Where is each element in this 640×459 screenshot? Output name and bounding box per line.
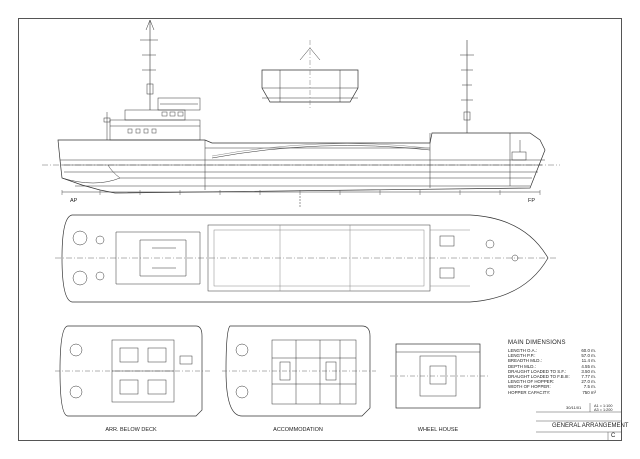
dimension-value: 57.0 m. (581, 353, 596, 359)
dimension-row: DRAUGHT LOADED TO F.B.III: 7.77 m. (508, 374, 596, 379)
main-dimensions-table: MAIN DIMENSIONS LENGTH O.A.:60.0 m.LENGT… (508, 340, 596, 395)
dimension-value: 7.77 m. (581, 374, 596, 380)
dimension-row: HOPPER CAPACITY: 750 m³ (508, 390, 596, 395)
caption-accommodation: ACCOMMODATION (273, 427, 323, 433)
midship-section (261, 40, 359, 110)
title-block-date: 30/11/01 (566, 405, 582, 410)
dimension-label: DEPTH MLD.: (508, 363, 536, 369)
below-deck-view (55, 325, 210, 417)
dimension-label: BREADTH MLD.: (508, 358, 542, 364)
scale-a1: A1 = 1:100 (594, 404, 613, 408)
dimension-label: WIDTH OF HOPPER: (508, 384, 551, 390)
drawing-border (18, 18, 622, 441)
revision-letter: C (611, 433, 616, 439)
dimension-label: DRAUGHT LOADED TO F.B.III: (508, 374, 570, 380)
dimension-value: 4.55 m. (581, 363, 596, 369)
dimension-value: 7.5 m. (583, 384, 596, 390)
profile-view (42, 19, 560, 208)
wheel-house-view (390, 343, 488, 409)
dimension-row: WIDTH OF HOPPER: 7.5 m. (508, 384, 596, 389)
dimension-value: 3.50 m. (581, 368, 596, 374)
dimension-label: DRAUGHT LOADED TO S.F.: (508, 368, 567, 374)
caption-wheel-house: WHEEL HOUSE (417, 427, 459, 433)
main-dimensions-heading: MAIN DIMENSIONS (508, 340, 566, 346)
dimension-row: LENGTH O.A.: 60.0 m. (508, 348, 596, 353)
dimension-row: DEPTH MLD.: 4.55 m. (508, 364, 596, 369)
dimension-value: 60.0 m. (581, 348, 596, 353)
dimension-value: 750 m³ (582, 389, 596, 395)
plan-view (55, 214, 556, 303)
main-dimensions-rows: LENGTH O.A.:60.0 m.LENGTH P.P.:57.0 m.BR… (508, 348, 596, 395)
drawing-title: GENERAL ARRANGEMENT (552, 423, 629, 429)
title-block-lines (536, 403, 622, 441)
dimension-label: HOPPER CAPACITY: (508, 389, 551, 395)
dimension-label: LENGTH OF HOPPER: (508, 379, 555, 385)
accommodation-view (222, 325, 376, 417)
dimension-row: LENGTH P.P.: 57.0 m. (508, 353, 596, 358)
ap-label: AP (70, 198, 78, 204)
scale-a3: A3 = 1:200 (594, 408, 613, 412)
dimension-label: LENGTH O.A.: (508, 348, 538, 353)
dimension-row: BREADTH MLD.: 11.4 m. (508, 358, 596, 363)
caption-below-deck: ARR. BELOW DECK (105, 427, 157, 433)
dimension-row: LENGTH OF HOPPER: 27.0 m. (508, 379, 596, 384)
dimension-value: 27.0 m. (581, 379, 596, 385)
dimension-label: LENGTH P.P.: (508, 353, 536, 359)
dimension-value: 11.4 m. (581, 358, 596, 364)
fp-label: FP (528, 198, 536, 204)
dimension-row: DRAUGHT LOADED TO S.F.: 3.50 m. (508, 369, 596, 374)
